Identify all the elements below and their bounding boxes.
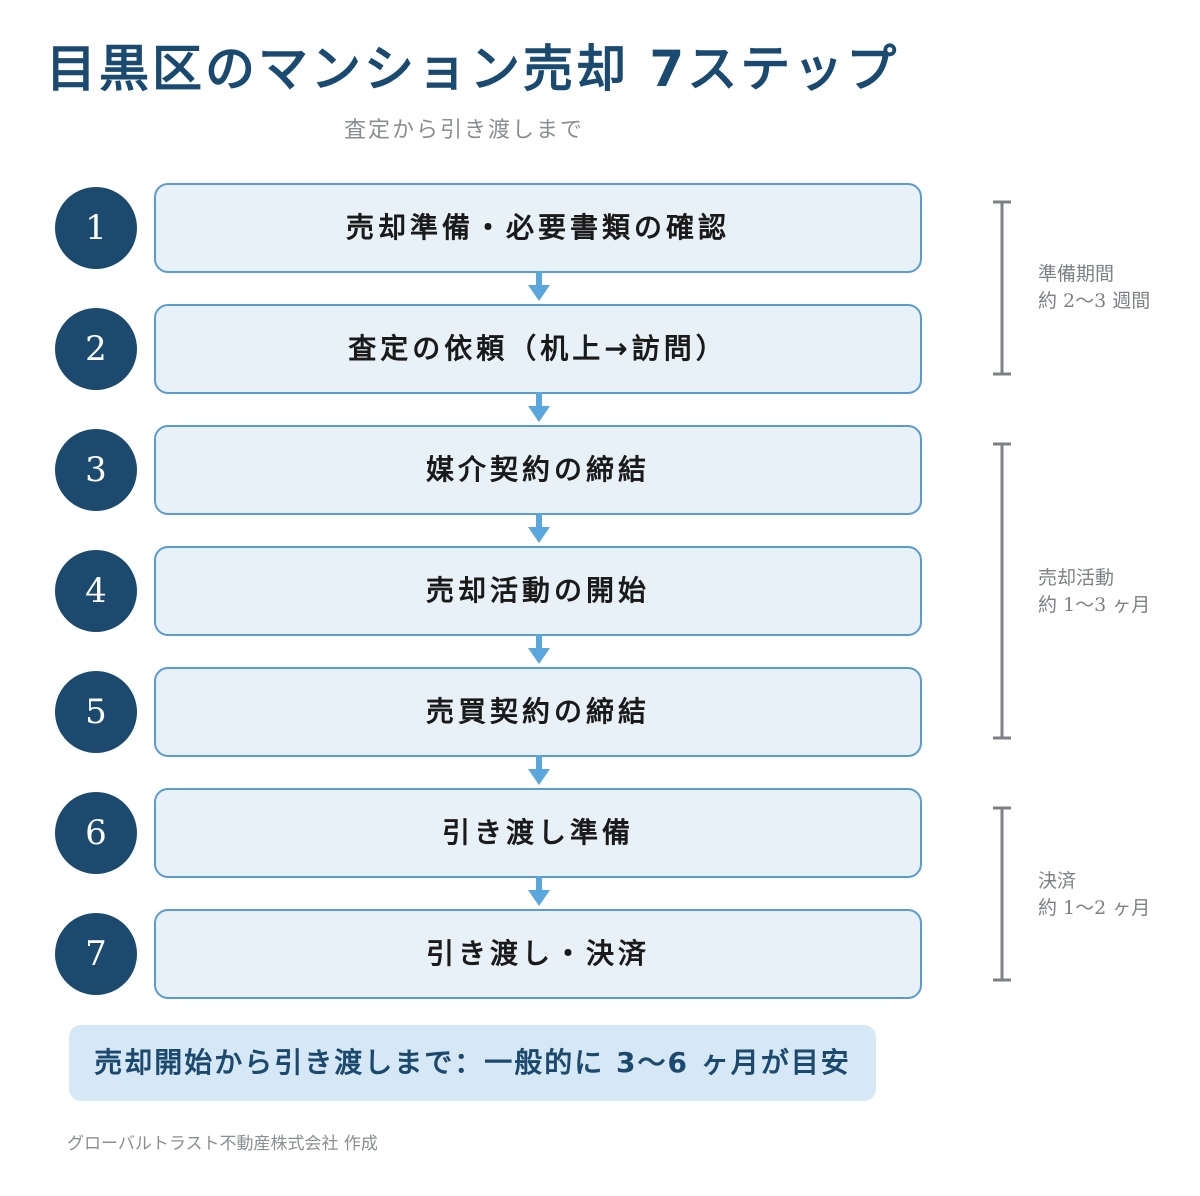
phase-name: 決済 <box>1038 870 1077 892</box>
step-number-badge: 6 <box>55 792 137 874</box>
step-label: 売買契約の締結 <box>154 667 922 757</box>
step-number-badge: 3 <box>55 429 137 511</box>
step-number-badge: 5 <box>55 671 137 753</box>
step-6: 6 引き渡し準備 <box>0 788 940 878</box>
summary-banner: 売却開始から引き渡しまで：一般的に 3〜6 ヶ月が目安 <box>69 1025 876 1101</box>
step-label: 引き渡し準備 <box>154 788 922 878</box>
page-subtitle: 査定から引き渡しまで <box>344 118 585 143</box>
step-7: 7 引き渡し・決済 <box>0 909 940 999</box>
step-number-badge: 7 <box>55 913 137 995</box>
step-label: 媒介契約の締結 <box>154 425 922 515</box>
page-title: 目黒区のマンション売却 7ステップ <box>46 40 900 98</box>
phase-name: 準備期間 <box>1038 263 1115 285</box>
down-arrow-icon <box>528 755 550 785</box>
phase-duration: 約 2〜3 週間 <box>1038 290 1151 312</box>
step-3: 3 媒介契約の締結 <box>0 425 940 515</box>
phase-bracket-settlement <box>993 806 1011 982</box>
step-number-badge: 2 <box>55 308 137 390</box>
down-arrow-icon <box>528 634 550 664</box>
phase-duration: 約 1〜3 ヶ月 <box>1038 594 1151 616</box>
phase-label-sales: 売却活動 約 1〜3 ヶ月 <box>1038 565 1150 619</box>
step-number-badge: 1 <box>55 187 137 269</box>
step-label: 売却準備・必要書類の確認 <box>154 183 922 273</box>
step-5: 5 売買契約の締結 <box>0 667 940 757</box>
phase-duration: 約 1〜2 ヶ月 <box>1038 897 1151 919</box>
step-label: 査定の依頼（机上→訪問） <box>154 304 922 394</box>
phase-label-preparation: 準備期間 約 2〜3 週間 <box>1038 261 1150 315</box>
footer-credit: グローバルトラスト不動産株式会社 作成 <box>67 1134 378 1154</box>
step-4: 4 売却活動の開始 <box>0 546 940 636</box>
step-label: 引き渡し・決済 <box>154 909 922 999</box>
step-1: 1 売却準備・必要書類の確認 <box>0 183 940 273</box>
phase-label-settlement: 決済 約 1〜2 ヶ月 <box>1038 868 1150 922</box>
phase-name: 売却活動 <box>1038 567 1115 589</box>
down-arrow-icon <box>528 876 550 906</box>
down-arrow-icon <box>528 513 550 543</box>
phase-bracket-preparation <box>993 200 1011 376</box>
down-arrow-icon <box>528 271 550 301</box>
step-2: 2 査定の依頼（机上→訪問） <box>0 304 940 394</box>
phase-bracket-sales <box>993 442 1011 740</box>
step-label: 売却活動の開始 <box>154 546 922 636</box>
down-arrow-icon <box>528 392 550 422</box>
step-number-badge: 4 <box>55 550 137 632</box>
